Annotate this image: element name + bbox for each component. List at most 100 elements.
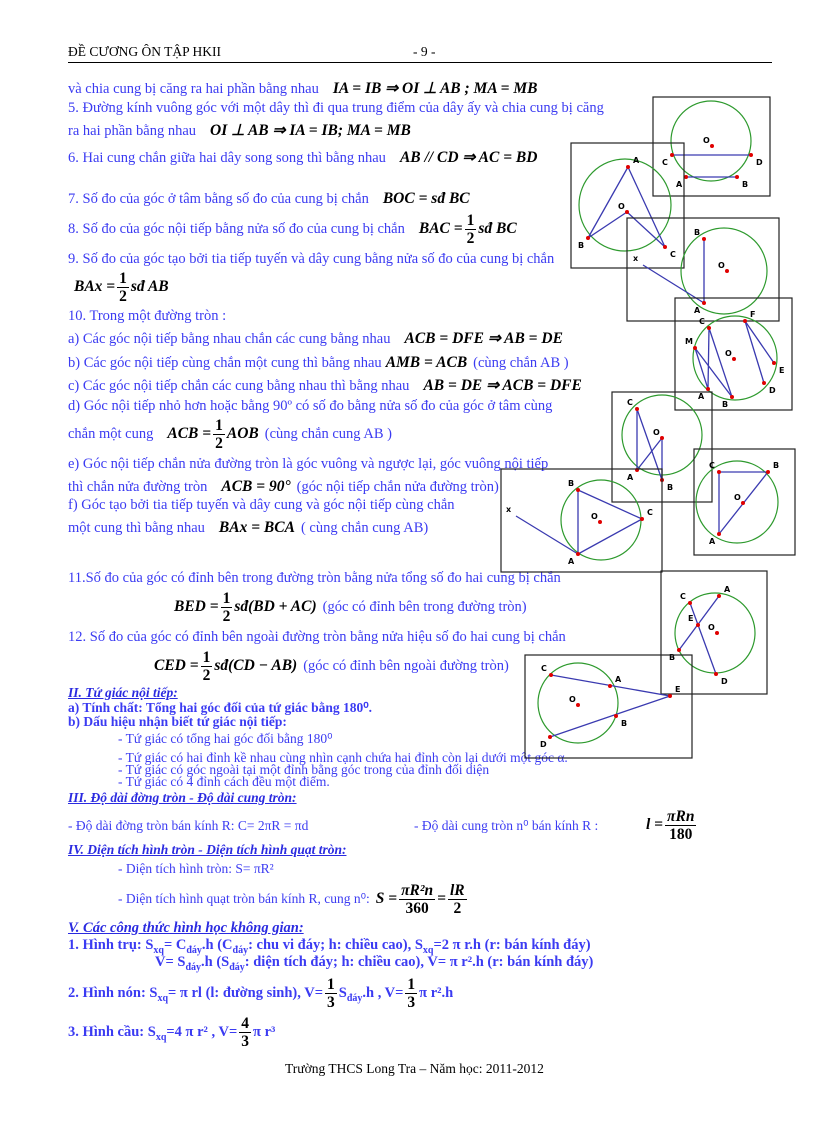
text: chắn một cung xyxy=(68,426,154,442)
note: (cùng chắn AB ) xyxy=(473,355,569,371)
numerator: 1 xyxy=(117,270,129,289)
figure-point-label: B xyxy=(773,461,779,470)
cylinder-line-1: 1. Hình trụ: Sxq= Cđáy.h (Cđáy: chu vi đ… xyxy=(68,936,591,960)
denominator: 2 xyxy=(215,435,223,453)
formula: IA = IB ⇒ OI ⊥ AB ; MA = MB xyxy=(332,80,538,97)
figure-point-label: C xyxy=(699,317,705,326)
formula: OI ⊥ AB ⇒ IA = IB; MA = MB xyxy=(210,122,411,139)
p10-e1: e) Góc nội tiếp chắn nửa đường tròn là g… xyxy=(68,456,549,472)
figure-circle xyxy=(680,227,768,315)
figure-frame xyxy=(674,297,793,411)
figure-point xyxy=(714,672,718,676)
figure-point xyxy=(548,735,552,739)
figure-segment xyxy=(626,211,666,248)
figure-point xyxy=(741,501,745,505)
note: (góc có đỉnh bên trong đường tròn) xyxy=(322,599,527,615)
figure-point xyxy=(614,714,618,718)
figure-point-label: B xyxy=(742,180,748,189)
figure-point-label: C xyxy=(662,158,668,167)
figure-circle xyxy=(560,479,642,561)
figure-point-label: D xyxy=(769,386,776,395)
text: S xyxy=(338,985,347,1001)
figure-point-label: C xyxy=(627,398,633,407)
text: .h (S xyxy=(201,954,230,970)
formula: AB = DE ⇒ ACB = DFE xyxy=(423,377,582,394)
figure-point-label: A xyxy=(709,537,716,546)
figure-point xyxy=(696,623,700,627)
formula-rhs: sđ AB xyxy=(130,278,169,295)
text: : chu vi đáy; h: chiều cao), S xyxy=(248,937,423,953)
figure-point xyxy=(663,245,667,249)
numerator: πR²n xyxy=(399,882,436,901)
p5-line1: 5. Đường kính vuông góc với một dây thì … xyxy=(68,100,604,116)
text: : diện tích đáy; h: chiều cao), V= π r².… xyxy=(244,954,594,970)
subscript: đáy xyxy=(185,961,201,973)
text: .h , V= xyxy=(362,985,404,1001)
arc-length-label: - Độ dài cung tròn n⁰ bán kính R : xyxy=(414,818,599,833)
figure-segment xyxy=(636,437,663,471)
figure-segment xyxy=(708,327,733,398)
figure-segment xyxy=(718,471,769,535)
figure-point-label: A xyxy=(633,156,640,165)
criteria-item: - Tứ giác có tổng hai góc đối bằng 180⁰ xyxy=(118,731,333,746)
figure-circle xyxy=(695,460,779,544)
figure-point xyxy=(576,703,580,707)
formula-rhs: sđ(CD − AB) xyxy=(214,657,298,674)
figure-point-label: M xyxy=(685,337,693,346)
formula-lhs: CED = xyxy=(154,657,199,674)
p12-line: 12. Số đo của góc có đỉnh bên ngoài đườn… xyxy=(68,629,566,645)
section-3-heading: III. Độ dài đờng tròn - Độ dài cung tròn… xyxy=(68,790,297,805)
figure-point-label: C xyxy=(680,592,686,601)
sector-area: - Diện tích hình quạt tròn bán kính R, c… xyxy=(118,880,469,918)
text: = π rl (l: đường sinh), V= xyxy=(168,985,323,1001)
text: 6. Hai cung chắn giữa hai dây song song … xyxy=(68,150,386,166)
figure-point-label: A xyxy=(627,473,634,482)
figure-segment xyxy=(587,166,629,239)
figure-frame xyxy=(660,570,768,695)
numerator: πRn xyxy=(665,808,697,827)
formula: ACB = 90° xyxy=(221,478,291,495)
figure-frame xyxy=(652,96,771,197)
p10-d1: d) Góc nội tiếp nhỏ hơn hoặc bằng 90º có… xyxy=(68,398,553,414)
text: 8. Số đo của góc nội tiếp bằng nửa số đo… xyxy=(68,221,405,237)
cylinder-line-2: V= Sđáy.h (Sđáy: diện tích đáy; h: chiều… xyxy=(155,953,593,977)
figure-point xyxy=(693,346,697,350)
p6-line: 6. Hai cung chắn giữa hai dây song song … xyxy=(68,149,543,167)
figure-point xyxy=(660,436,664,440)
figure-point xyxy=(715,631,719,635)
figure-segment xyxy=(744,320,775,364)
figure-point-label: A xyxy=(676,180,683,189)
text: .h (C xyxy=(201,937,233,953)
figure-point xyxy=(766,470,770,474)
figure-point-label: C xyxy=(541,664,547,673)
figure-point xyxy=(576,488,580,492)
figure-point-label: x xyxy=(633,254,639,263)
figure-point xyxy=(717,470,721,474)
denominator: 2 xyxy=(466,230,475,248)
criteria-item: - Tứ giác có 4 đỉnh cách đều một điểm. xyxy=(118,774,330,789)
formula: ACB = DFE ⇒ AB = DE xyxy=(404,330,563,347)
text: a) Các góc nội tiếp bằng nhau chắn các c… xyxy=(68,331,391,347)
formula-lhs: BED = xyxy=(174,598,219,615)
p10-a: a) Các góc nội tiếp bằng nhau chắn các c… xyxy=(68,330,569,348)
denominator: 2 xyxy=(453,900,462,918)
figure-point xyxy=(717,532,721,536)
note: (góc có đỉnh bên ngoài đường tròn) xyxy=(303,658,509,674)
figure-point xyxy=(626,165,630,169)
